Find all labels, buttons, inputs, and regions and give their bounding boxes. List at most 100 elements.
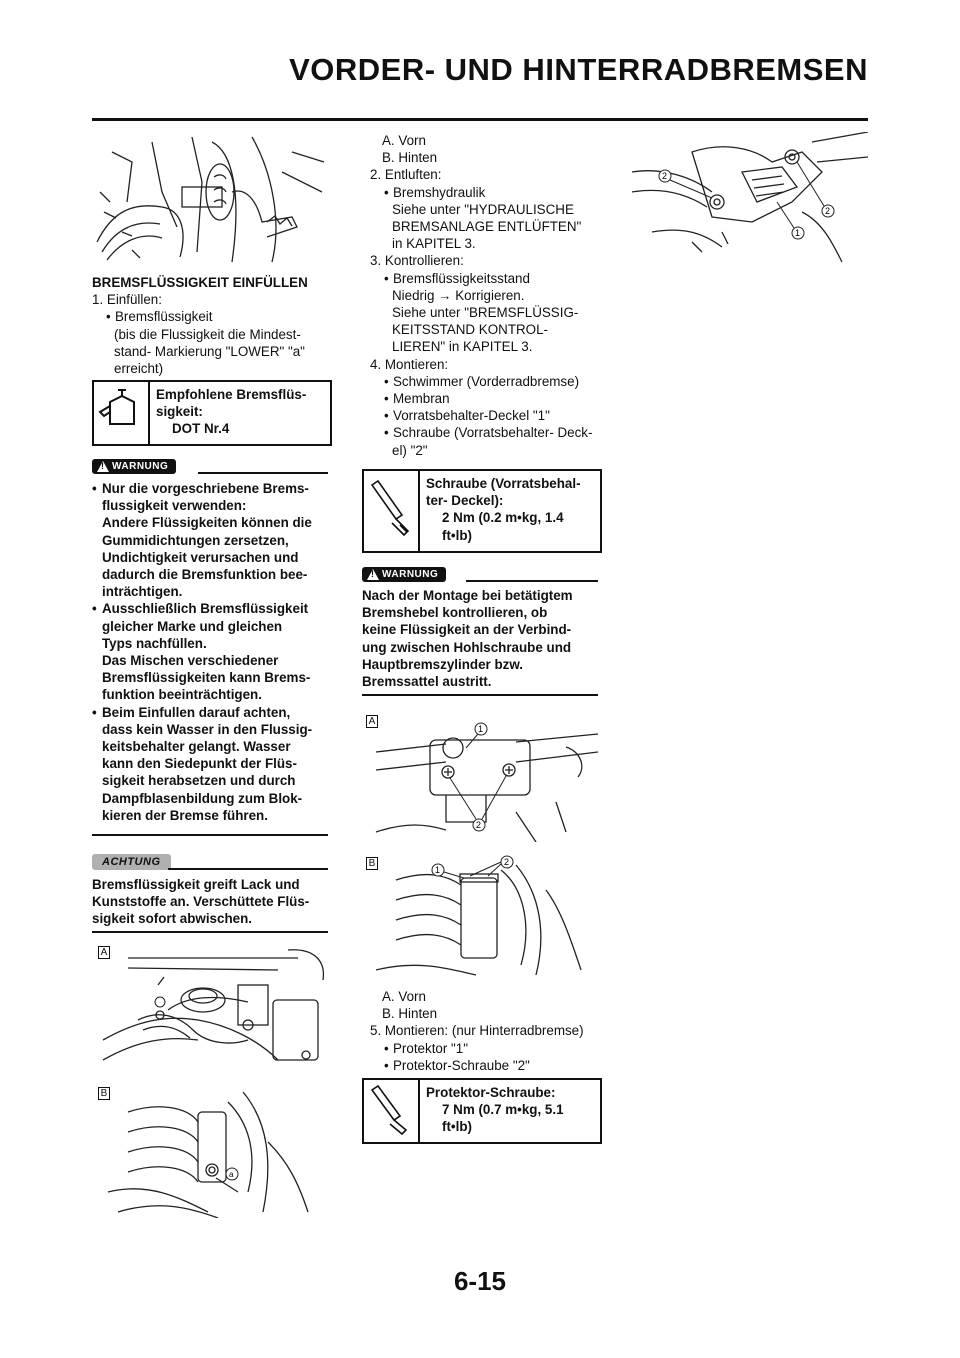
figure-label-a: A xyxy=(366,715,378,728)
step-3-note: KEITSSTAND KONTROL- xyxy=(392,322,548,338)
warning-line: Ausschließlich Bremsflüssigkeit xyxy=(92,600,332,617)
header-rule xyxy=(92,118,868,121)
warning-badge: WARNUNG xyxy=(92,459,177,474)
warning-line: inträchtigen. xyxy=(102,584,183,600)
warning-line: Bremshebel kontrollieren, ob xyxy=(362,605,548,621)
warning-line: dass kein Wasser in den Flussig- xyxy=(102,721,313,737)
step-3: 3. Kontrollieren: xyxy=(370,253,464,269)
step-5-bullet: Protektor-Schraube "2" xyxy=(370,1057,620,1074)
warning-badge: WARNUNG xyxy=(362,567,447,582)
warning-end-rule xyxy=(362,694,598,696)
protector-torque-label: Protektor-Schraube: xyxy=(426,1085,556,1100)
warning-line: kann den Siedepunkt der Flüs- xyxy=(102,756,297,772)
step-3-note: Siehe unter "BREMSFLÜSSIG- xyxy=(392,305,579,321)
warning-end-rule xyxy=(92,834,328,836)
step-3-note: Niedrig → Korrigieren. xyxy=(392,287,525,303)
caution-badge: ACHTUNG xyxy=(92,854,171,870)
callout-2: 2 xyxy=(504,857,509,867)
warning-rule xyxy=(198,472,328,474)
warning-line: flussigkeit verwenden: xyxy=(102,498,247,514)
step-2-bullet: Bremshydraulik xyxy=(370,184,610,201)
warning-line: Das Mischen verschiedener xyxy=(102,653,279,669)
step-2-note: in KAPITEL 3. xyxy=(392,236,476,252)
callout-2: 2 xyxy=(476,820,481,830)
protector-torque-value: 7 Nm (0.7 m•kg, 5.1 xyxy=(442,1102,564,1118)
legend-b: B. Hinten xyxy=(382,150,438,166)
step-4: 4. Montieren: xyxy=(370,356,449,372)
figure-label-b: B xyxy=(98,1087,110,1100)
caution-line: sigkeit sofort abwischen. xyxy=(92,911,252,927)
front-master-cylinder-illustration: 1 2 xyxy=(375,722,598,842)
warning-header: WARNUNG xyxy=(92,456,177,474)
warning-line: funktion beeinträchtigen. xyxy=(102,687,262,703)
step-1-note: erreicht) xyxy=(114,361,164,377)
oil-can-icon xyxy=(94,382,150,444)
callout-1: 1 xyxy=(795,228,800,238)
step-2-note: BREMSANLAGE ENTLÜFTEN" xyxy=(392,219,582,235)
screw-torque-label: Schraube (Vorratsbehal- xyxy=(426,476,581,491)
warning-line: Beim Einfullen darauf achten, xyxy=(92,704,332,721)
warning-line: ung zwischen Hohlschraube und xyxy=(362,639,572,655)
warning-line: Bremsflüssigkeiten kann Brems- xyxy=(102,670,311,686)
warning-line: dadurch die Bremsfunktion bee- xyxy=(102,567,308,583)
warning-icon xyxy=(97,461,109,472)
step-2: 2. Entluften: xyxy=(370,167,442,183)
brake-pedal-illustration xyxy=(96,136,325,263)
warning-line: sigkeit herabsetzen und durch xyxy=(102,773,296,789)
rear-caliper-protector-illustration: 2 2 1 xyxy=(632,132,868,263)
step-4-bullet: Vorratsbehalter-Deckel "1" xyxy=(370,407,610,424)
step-4-bullet: Membran xyxy=(370,390,610,407)
warning-rule xyxy=(466,580,598,582)
warning-line: Bremssattel austritt. xyxy=(362,674,492,690)
protector-torque-box: Protektor-Schraube: 7 Nm (0.7 m•kg, 5.1 … xyxy=(362,1078,602,1144)
warning-line: Undichtigkeit verursachen und xyxy=(102,549,299,565)
callout-1: 1 xyxy=(478,724,483,734)
fluid-spec-label: sigkeit: xyxy=(156,404,203,420)
fluid-spec-value: DOT Nr.4 xyxy=(172,421,230,437)
warning-line: Gummidichtungen zersetzen, xyxy=(102,532,289,548)
fluid-spec-box: Empfohlene Bremsflüs- sigkeit: DOT Nr.4 xyxy=(92,380,332,446)
caution-line: Bremsflüssigkeit greift Lack und xyxy=(92,877,300,892)
screw-torque-box: Schraube (Vorratsbehal- ter- Deckel): 2 … xyxy=(362,469,602,553)
callout-2: 2 xyxy=(662,171,667,181)
caution-header: ACHTUNG xyxy=(92,852,171,870)
caution-line: Kunststoffe an. Verschüttete Flüs- xyxy=(92,894,310,910)
torque-wrench-icon xyxy=(364,471,420,551)
fluid-spec-label: Empfohlene Bremsflüs- xyxy=(156,387,307,402)
warning-line: keine Flüssigkeit an der Verbind- xyxy=(362,622,572,638)
legend-b: B. Hinten xyxy=(382,1006,438,1022)
caution-rule xyxy=(168,868,328,870)
warning-line: Typs nachfüllen. xyxy=(102,635,207,651)
step-4-bullet: Schwimmer (Vorderradbremse) xyxy=(370,373,610,390)
callout-2: 2 xyxy=(825,206,830,216)
warning-line: Nach der Montage bei betätigtem xyxy=(362,588,573,603)
warning-line: Hauptbremszylinder bzw. xyxy=(362,656,523,672)
warning-line: kieren der Bremse führen. xyxy=(102,807,268,823)
step-5-bullet: Protektor "1" xyxy=(370,1040,620,1057)
front-reservoir-illustration xyxy=(102,949,325,1061)
figure-label-b: B xyxy=(366,857,378,870)
screw-torque-value: ft•lb) xyxy=(442,527,472,543)
step-1: 1. Einfüllen: xyxy=(92,292,162,308)
step-1-note: (bis die Flussigkeit die Mindest- xyxy=(114,326,301,342)
warning-line: Nur die vorgeschriebene Brems- xyxy=(92,480,332,497)
step-5: 5. Montieren: (nur Hinterradbremse) xyxy=(370,1023,584,1039)
warning-header-2: WARNUNG xyxy=(362,564,447,582)
section-title: BREMSFLÜSSIGKEIT EINFÜLLEN xyxy=(92,275,308,290)
warning-line: Andere Flüssigkeiten können die xyxy=(102,515,312,531)
rear-master-cylinder-illustration: 1 2 xyxy=(375,855,582,976)
step-3-bullet: Bremsflüssigkeitsstand xyxy=(370,270,610,287)
torque-wrench-icon xyxy=(364,1080,420,1142)
warning-line: keitsbehalter gelangt. Wasser xyxy=(102,739,291,755)
warning-line: Dampfblasenbildung zum Blok- xyxy=(102,790,303,806)
step-1-note: stand- Markierung "LOWER" "a" xyxy=(114,343,305,359)
callout-1: 1 xyxy=(435,865,440,875)
figure-label-a: A xyxy=(98,946,110,959)
screw-torque-value: 2 Nm (0.2 m•kg, 1.4 xyxy=(442,510,564,526)
rear-reservoir-illustration: a xyxy=(107,1091,309,1218)
protector-torque-value: ft•lb) xyxy=(442,1119,472,1135)
warning-icon xyxy=(367,569,379,580)
page-title: VORDER- UND HINTERRADBREMSEN xyxy=(289,52,868,87)
step-4-bullet: Schraube (Vorratsbehalter- Deck- xyxy=(370,424,610,441)
caution-end-rule xyxy=(92,931,328,933)
